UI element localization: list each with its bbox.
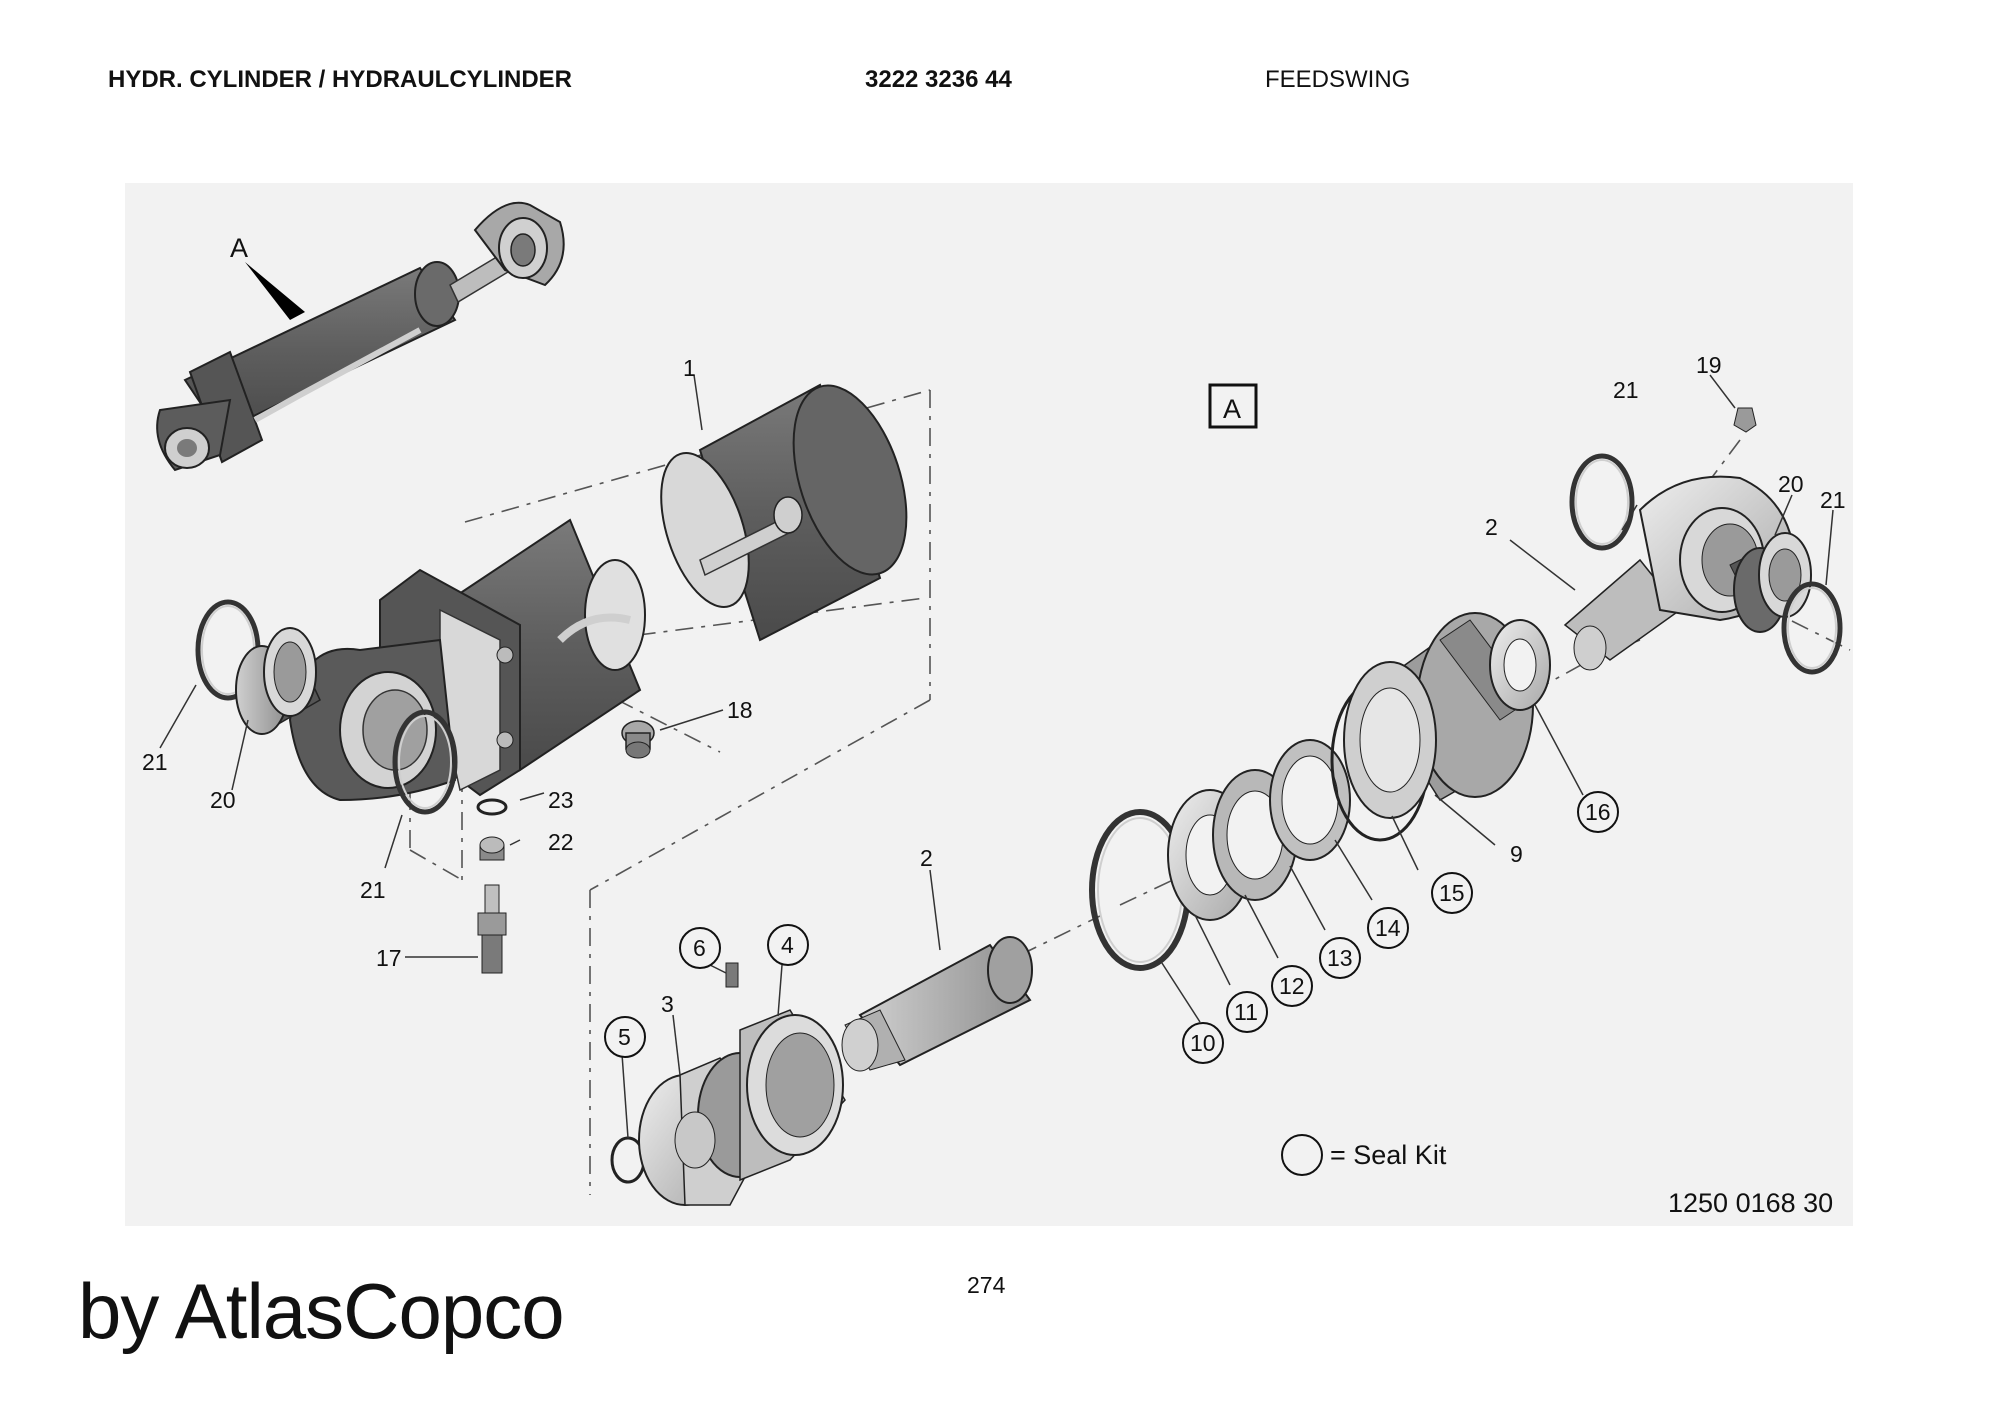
callout-9: 9 xyxy=(1510,841,1523,867)
callout-15: 15 xyxy=(1439,880,1465,906)
part-16-wiper xyxy=(1489,619,1551,711)
part-18-plug xyxy=(621,720,655,759)
callout-21-left: 21 xyxy=(142,749,168,775)
callout-22: 22 xyxy=(548,829,574,855)
callout-21-lower: 21 xyxy=(360,877,386,903)
callout-2-eye: 2 xyxy=(1485,514,1498,540)
callout-12: 12 xyxy=(1279,973,1305,999)
callout-21-top: 21 xyxy=(1613,377,1639,403)
parts-17-22-23 xyxy=(476,798,508,974)
view-a-box-label: A xyxy=(1223,394,1241,424)
callout-18: 18 xyxy=(727,697,753,723)
callout-13: 13 xyxy=(1327,945,1353,971)
part-cylinder-head xyxy=(288,518,646,802)
callout-14: 14 xyxy=(1375,915,1401,941)
callout-17: 17 xyxy=(376,945,402,971)
callout-3: 3 xyxy=(661,991,674,1017)
callout-2-rod: 2 xyxy=(920,845,933,871)
diagram-title: HYDR. CYLINDER / HYDRAULCYLINDER xyxy=(108,66,573,93)
callout-20-left: 20 xyxy=(210,787,236,813)
callout-6: 6 xyxy=(693,935,706,961)
application-label: FEEDSWING xyxy=(1265,66,1411,93)
callout-labels: 1 21 20 21 23 22 17 18 2 3 9 2 21 19 20 … xyxy=(142,352,1846,1017)
callout-23: 23 xyxy=(548,787,574,813)
callout-11: 11 xyxy=(1234,999,1258,1025)
part-1-barrel xyxy=(660,383,908,642)
callout-10: 10 xyxy=(1190,1030,1216,1056)
seal-kit-legend-text: = Seal Kit xyxy=(1330,1140,1447,1170)
piston-group xyxy=(610,962,846,1206)
seal-kit-callout-numbers: 6 4 5 10 11 12 13 14 15 16 xyxy=(618,799,1611,1056)
brand-text: by AtlasCopco xyxy=(78,1267,565,1355)
view-marker-label: A xyxy=(230,233,248,263)
drawing-number: 1250 0168 30 xyxy=(1668,1188,1833,1218)
callout-21-right: 21 xyxy=(1820,487,1846,513)
view-a-box: A xyxy=(1208,383,1258,429)
callout-19: 19 xyxy=(1696,352,1722,378)
leader-lines xyxy=(159,374,1834,1139)
left-bearing-and-circlips xyxy=(195,599,458,815)
seal-rings-10-15 xyxy=(1089,678,1430,971)
callout-20-right: 20 xyxy=(1778,471,1804,497)
part-2-piston-rod xyxy=(841,936,1033,1072)
assembled-cylinder-overview: A xyxy=(156,201,565,472)
page-number: 274 xyxy=(967,1272,1006,1298)
callout-1: 1 xyxy=(683,355,696,381)
seal-kit-callouts xyxy=(604,791,1619,1176)
callout-16: 16 xyxy=(1585,799,1611,825)
callout-4: 4 xyxy=(781,932,794,958)
callout-5: 5 xyxy=(618,1024,631,1050)
part-number: 3222 3236 44 xyxy=(865,66,1012,93)
seal-kit-legend: = Seal Kit xyxy=(1330,1140,1447,1170)
rod-eye-assembly xyxy=(1563,407,1843,675)
